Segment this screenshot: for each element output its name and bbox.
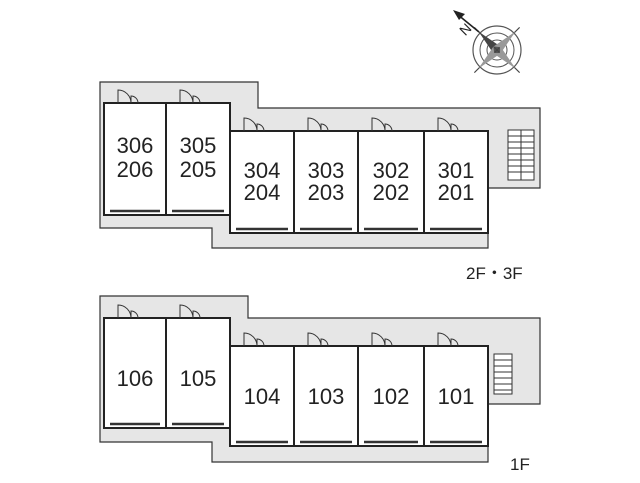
- ground-floor-plan: 106 105 104 103 102: [99, 295, 541, 474]
- unit-label-201: 201: [438, 180, 475, 205]
- unit-label-203: 203: [308, 180, 345, 205]
- unit-label-104: 104: [244, 384, 281, 409]
- ground-unit-101: 101: [423, 332, 489, 447]
- unit-label-205: 205: [180, 157, 217, 182]
- upper-unit-302: 302 202: [357, 117, 425, 234]
- ground-floor-label: 1F: [510, 455, 530, 474]
- unit-label-305: 305: [180, 133, 217, 158]
- unit-label-206: 206: [117, 157, 154, 182]
- upper-unit-304: 304 204: [229, 117, 295, 234]
- unit-label-101: 101: [438, 384, 475, 409]
- unit-label-103: 103: [308, 384, 345, 409]
- upper-unit-306: 306 206: [103, 89, 167, 216]
- unit-label-306: 306: [117, 133, 154, 158]
- ground-stairs: [493, 353, 513, 395]
- upper-unit-305: 305 205: [165, 89, 231, 216]
- compass-rose: N: [453, 10, 522, 75]
- unit-label-301: 301: [438, 158, 475, 183]
- unit-label-106: 106: [117, 366, 154, 391]
- ground-unit-106: 106: [103, 304, 167, 429]
- unit-label-304: 304: [244, 158, 281, 183]
- upper-floor-plan: 306 206 305 205 304 204 303 203: [99, 81, 541, 283]
- unit-label-204: 204: [244, 180, 281, 205]
- unit-label-202: 202: [373, 180, 410, 205]
- ground-unit-105: 105: [165, 304, 231, 429]
- unit-label-102: 102: [373, 384, 410, 409]
- compass-north-label: N: [456, 20, 474, 38]
- unit-label-302: 302: [373, 158, 410, 183]
- unit-label-303: 303: [308, 158, 345, 183]
- upper-unit-303: 303 203: [293, 117, 359, 234]
- upper-unit-301: 301 201: [423, 117, 489, 234]
- ground-unit-104: 104: [229, 332, 295, 447]
- ground-unit-103: 103: [293, 332, 359, 447]
- upper-floor-label: 2F・3F: [466, 264, 523, 283]
- ground-unit-102: 102: [357, 332, 425, 447]
- unit-label-105: 105: [180, 366, 217, 391]
- upper-stairs: [507, 129, 535, 181]
